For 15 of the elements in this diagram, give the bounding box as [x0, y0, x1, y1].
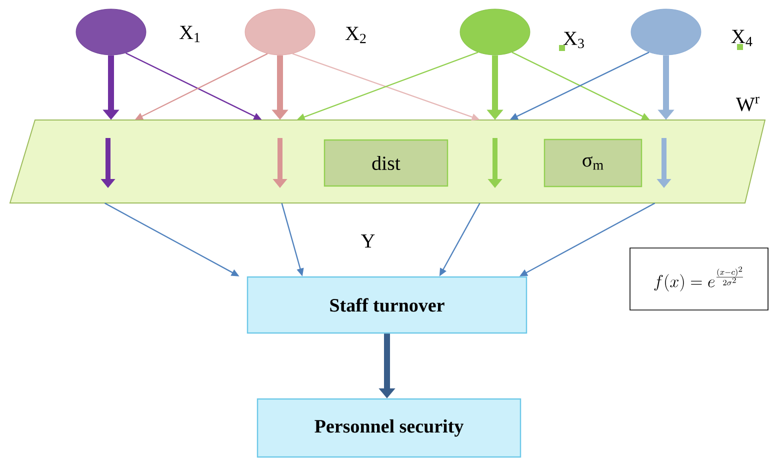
label: W$^{r}$ — [736, 96, 760, 112]
variable-label: X$_{3}$ — [563, 32, 584, 48]
variable-label: X$_{2}$ — [345, 26, 366, 44]
ellipse — [460, 8, 530, 56]
ellipse — [244, 8, 316, 56]
formula-box: $f(x)=e^{\frac{(x-c)^{2}}{2\sigma^{2}}}$ — [630, 248, 768, 310]
ellipse — [630, 8, 702, 56]
ellipse — [76, 8, 146, 56]
sigma-box: σ$_{m}$ — [544, 138, 642, 188]
process-box: Staff turnover — [246, 276, 528, 334]
process-box: Personnel security — [256, 398, 522, 458]
label: Y — [361, 234, 375, 248]
variable-label: X$_{4}$ — [731, 30, 752, 46]
dist-box: dist — [324, 139, 448, 187]
variable-label: X$_{1}$ — [179, 26, 200, 42]
